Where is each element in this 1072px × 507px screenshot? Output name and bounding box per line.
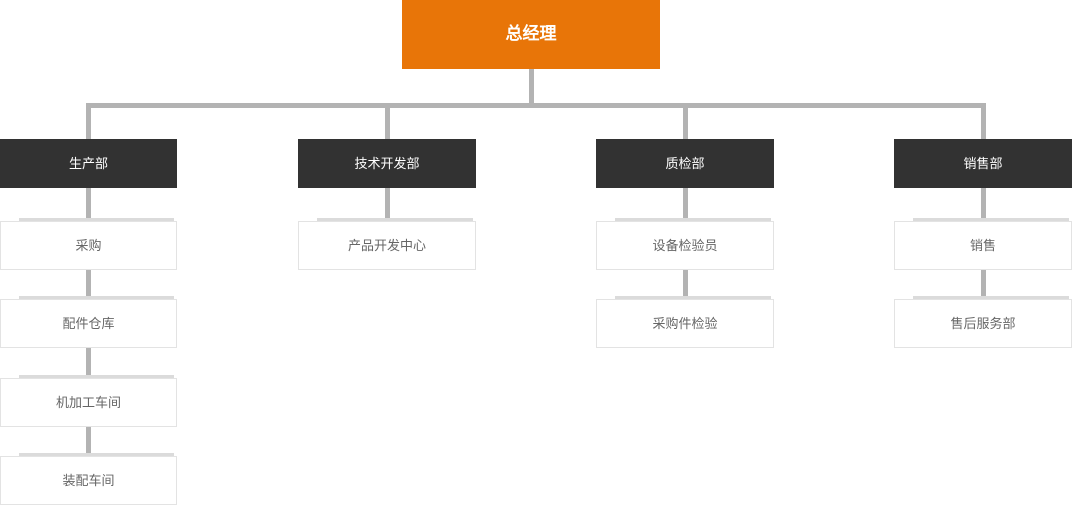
connector-drop-quality: [683, 106, 688, 139]
node-dept-quality-inspection: 质检部: [596, 139, 774, 188]
connector-production-3: [86, 348, 91, 378]
node-purchasing: 采购: [0, 218, 177, 270]
connector-branch-line: [86, 103, 986, 108]
connector-production-2: [86, 270, 91, 299]
connector-drop-sales: [981, 106, 986, 139]
connector-technology-1: [385, 188, 390, 221]
connector-production-4: [86, 427, 91, 456]
node-dept-quality-inspection-label: 质检部: [665, 155, 705, 171]
connector-production-1: [86, 188, 91, 221]
node-equipment-inspector: 设备检验员: [596, 218, 774, 270]
connector-quality-1: [683, 188, 688, 221]
node-purchased-parts-inspection-label: 采购件检验: [652, 315, 718, 331]
node-after-sales-service: 售后服务部: [894, 296, 1072, 348]
node-assembly-workshop: 装配车间: [0, 453, 177, 505]
node-equipment-inspector-label: 设备检验员: [652, 237, 718, 253]
node-dept-technology-development-label: 技术开发部: [354, 155, 420, 171]
node-dept-production-label: 生产部: [68, 155, 108, 171]
node-parts-warehouse-label: 配件仓库: [62, 315, 115, 331]
node-general-manager: 总经理: [402, 0, 660, 69]
node-after-sales-service-label: 售后服务部: [950, 315, 1016, 331]
node-parts-warehouse: 配件仓库: [0, 296, 177, 348]
node-dept-production: 生产部: [0, 139, 177, 188]
node-assembly-workshop-label: 装配车间: [62, 472, 115, 488]
node-product-development-center-label: 产品开发中心: [347, 237, 426, 253]
node-general-manager-label: 总经理: [505, 24, 557, 44]
node-product-development-center: 产品开发中心: [298, 218, 476, 270]
node-dept-technology-development: 技术开发部: [298, 139, 476, 188]
node-dept-sales: 销售部: [894, 139, 1072, 188]
connector-root-stem: [529, 69, 534, 105]
connector-quality-2: [683, 270, 688, 299]
connector-drop-production: [86, 106, 91, 139]
node-machining-workshop-label: 机加工车间: [55, 394, 121, 410]
connector-sales-2: [981, 270, 986, 299]
node-purchasing-label: 采购: [75, 237, 102, 253]
node-purchased-parts-inspection: 采购件检验: [596, 296, 774, 348]
connector-sales-1: [981, 188, 986, 221]
connector-drop-technology: [385, 106, 390, 139]
node-sales-label: 销售: [969, 237, 996, 253]
node-dept-sales-label: 销售部: [963, 155, 1003, 171]
node-sales: 销售: [894, 218, 1072, 270]
node-machining-workshop: 机加工车间: [0, 375, 177, 427]
